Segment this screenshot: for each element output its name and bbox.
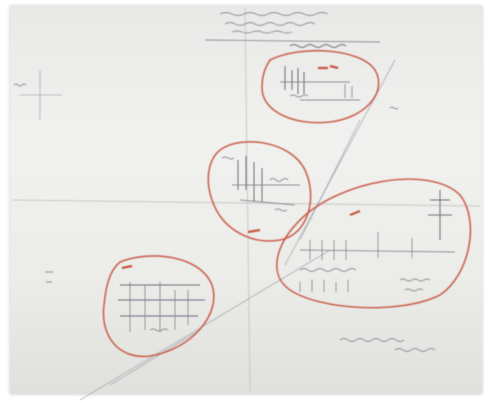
region-right (276, 178, 472, 309)
header-scribbles (204, 12, 381, 48)
region-bottom-left (102, 255, 215, 358)
region-top-right (261, 49, 380, 124)
region-middle (207, 141, 312, 242)
left-axis-mark (13, 70, 62, 120)
diagonal-lines (79, 59, 396, 401)
stray-scribbles (45, 106, 436, 352)
paper-folds (11, 7, 481, 393)
